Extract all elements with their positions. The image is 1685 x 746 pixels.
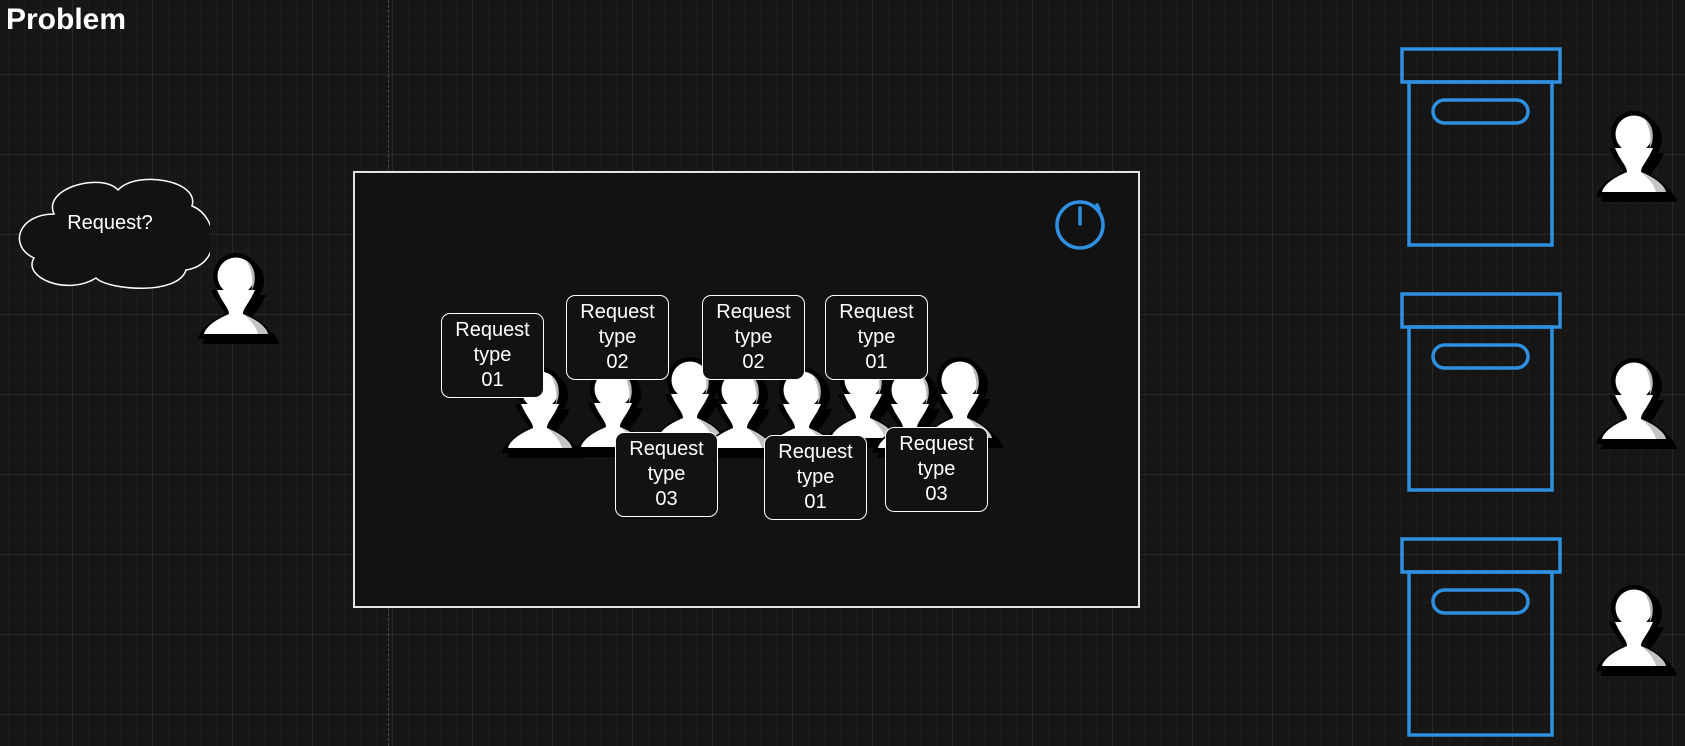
- thought-text: Request?: [67, 211, 153, 234]
- server-person-icon: [1594, 106, 1684, 204]
- server-icon: [1400, 47, 1562, 247]
- server-icon: [1400, 537, 1562, 737]
- server-person-icon: [1594, 353, 1684, 451]
- thought-bubble: [18, 178, 210, 289]
- server-icon: [1400, 292, 1562, 492]
- stopwatch-icon: [1055, 200, 1105, 250]
- page-title: Problem: [6, 3, 127, 36]
- client-person-icon: [196, 248, 286, 346]
- server-person-icon: [1594, 580, 1684, 678]
